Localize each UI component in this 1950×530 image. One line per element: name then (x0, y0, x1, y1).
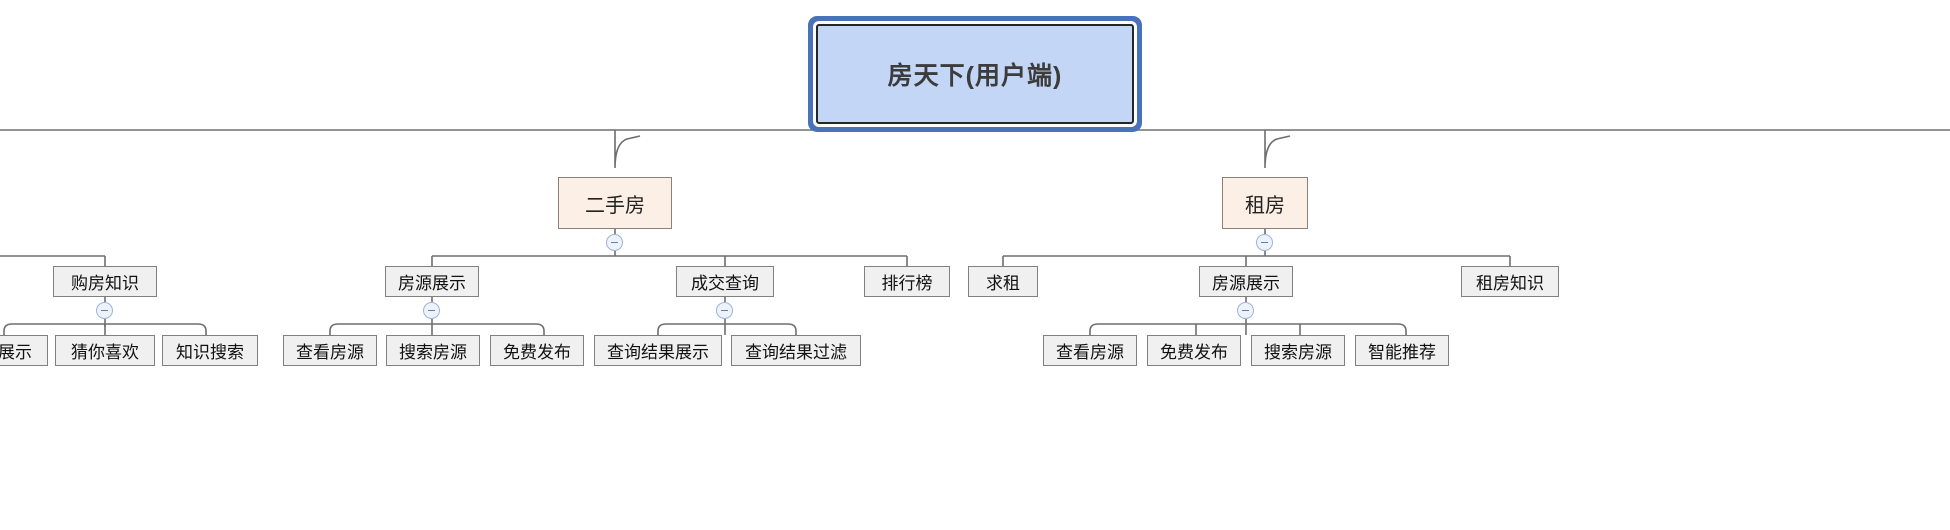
minus-icon (1242, 309, 1249, 312)
leaf-node-mian-fei-fa-bu-2[interactable]: 免费发布 (1147, 335, 1241, 366)
collapse-toggle-gou-fang-zhi-shi[interactable] (96, 302, 113, 319)
leaf-node-cha-kan-fang-yuan-2[interactable]: 查看房源 (1043, 335, 1137, 366)
minus-icon (721, 309, 728, 312)
leaf-node-sou-suo-fang-yuan-1[interactable]: 搜索房源 (386, 335, 480, 366)
minus-icon (1261, 241, 1268, 244)
category-node-qiu-zu[interactable]: 求租 (968, 266, 1038, 297)
leaf-node-cha-xun-jie-guo-zhan-shi[interactable]: 查询结果展示 (594, 335, 722, 366)
category-node-zu-fang-zhi-shi[interactable]: 租房知识 (1461, 266, 1559, 297)
minus-icon (101, 309, 108, 312)
leaf-node-sou-suo-fang-yuan-2[interactable]: 搜索房源 (1251, 335, 1345, 366)
category-node-pai-hang-bang[interactable]: 排行榜 (864, 266, 950, 297)
category-node-gou-fang-zhi-shi[interactable]: 购房知识 (53, 266, 157, 297)
branch-node-ershoufang[interactable]: 二手房 (558, 177, 672, 229)
collapse-toggle-zufang[interactable] (1256, 234, 1273, 251)
leaf-node-mian-fei-fa-bu-1[interactable]: 免费发布 (490, 335, 584, 366)
leaf-node-zhan-shi[interactable]: 展示 (0, 335, 48, 366)
category-node-cheng-jiao-cha-xun[interactable]: 成交查询 (676, 266, 774, 297)
root-node[interactable]: 房天下(用户端) (816, 24, 1134, 124)
leaf-node-cha-kan-fang-yuan-1[interactable]: 查看房源 (283, 335, 377, 366)
branch-node-zufang[interactable]: 租房 (1222, 177, 1308, 229)
collapse-toggle-cheng-jiao-cha-xun[interactable] (716, 302, 733, 319)
category-node-fang-yuan-zhan-shi-2[interactable]: 房源展示 (1199, 266, 1293, 297)
collapse-toggle-fang-yuan-zhan-shi-2[interactable] (1237, 302, 1254, 319)
leaf-node-zhi-neng-tui-jian[interactable]: 智能推荐 (1355, 335, 1449, 366)
category-node-fang-yuan-zhan-shi-1[interactable]: 房源展示 (385, 266, 479, 297)
minus-icon (428, 309, 435, 312)
collapse-toggle-ershoufang[interactable] (606, 234, 623, 251)
leaf-node-cha-xun-jie-guo-guo-lv[interactable]: 查询结果过滤 (731, 335, 861, 366)
collapse-toggle-fang-yuan-zhan-shi-1[interactable] (423, 302, 440, 319)
leaf-node-zhi-shi-sou-suo[interactable]: 知识搜索 (162, 335, 258, 366)
minus-icon (611, 241, 618, 244)
leaf-node-cai-ni-xi-huan[interactable]: 猜你喜欢 (55, 335, 155, 366)
